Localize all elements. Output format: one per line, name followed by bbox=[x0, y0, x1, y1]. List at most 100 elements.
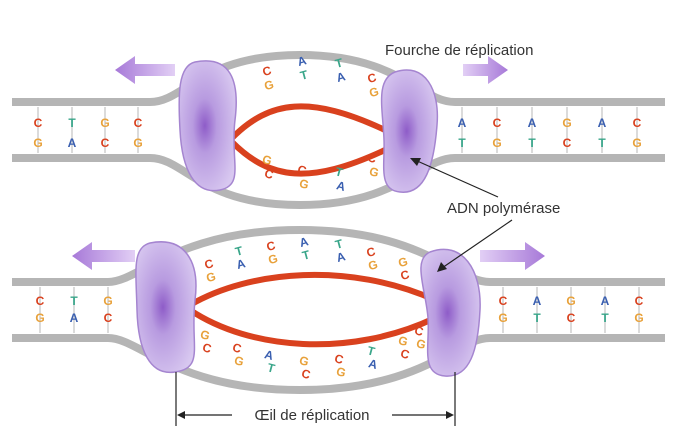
bottom-right-bottom-base: C bbox=[567, 311, 576, 325]
polymerase-pointer-top-head bbox=[410, 158, 421, 166]
top-left-top-base: C bbox=[34, 116, 43, 130]
bottom-right-top-base: A bbox=[601, 294, 610, 308]
top-left-bottom-base: A bbox=[68, 136, 77, 150]
top-bubble-lower-base: G bbox=[298, 176, 311, 192]
top-bubble-lower-pair-base: T bbox=[334, 164, 345, 180]
top-bubble-lower-base: G bbox=[368, 164, 381, 180]
bottom-bubble-lower-pair-base: G bbox=[298, 353, 311, 369]
bottom-right-bottom-base: T bbox=[601, 311, 609, 325]
bottom-bubble-lower-pair-base: C bbox=[413, 323, 425, 339]
bottom-right-bottom-base: G bbox=[498, 311, 507, 325]
top-bubble-upper-pair-base: G bbox=[368, 84, 381, 100]
top-left-direction-arrow bbox=[115, 56, 175, 84]
bottom-left-polymerase bbox=[135, 241, 197, 374]
bottom-bubble-upper-base: A bbox=[298, 234, 310, 250]
bottom-bubble-upper-base: T bbox=[334, 236, 345, 252]
bottom-left-top-base: T bbox=[70, 294, 78, 308]
bottom-right-bottom-base: G bbox=[634, 311, 643, 325]
top-bubble-lower-pair-base: C bbox=[366, 150, 378, 166]
bottom-right-direction-arrow bbox=[480, 242, 545, 270]
bottom-right-polymerase bbox=[420, 248, 481, 377]
bottom-bubble-lower-pair-base: G bbox=[397, 333, 410, 349]
bottom-bubble-lower-base: C bbox=[300, 366, 312, 382]
bottom-new-strand-upper bbox=[188, 271, 437, 308]
top-right-top-base: G bbox=[562, 116, 571, 130]
bottom-bubble-upper-base: G bbox=[397, 254, 410, 270]
top-right-polymerase bbox=[380, 69, 439, 193]
top-new-strand-lower bbox=[229, 139, 387, 177]
bottom-left-bottom-base: C bbox=[104, 311, 113, 325]
top-right-bottom-base: T bbox=[528, 136, 536, 150]
bottom-right-bottom-base: T bbox=[533, 311, 541, 325]
top-right-bottom-base: G bbox=[632, 136, 641, 150]
bottom-bubble-lower-base: A bbox=[367, 356, 379, 372]
bottom-bubble-upper-base: C bbox=[203, 256, 215, 272]
bottom-bubble-lower-pair-base: T bbox=[366, 343, 377, 359]
bottom-right-top-base: C bbox=[499, 294, 508, 308]
polymerase-label: ADN polymérase bbox=[447, 200, 560, 217]
polymerase-pointer-bottom bbox=[441, 219, 513, 269]
eye-arrow-right-head bbox=[446, 411, 454, 419]
top-bubble-upper-base: C bbox=[366, 70, 378, 86]
bottom-left-bottom-base: G bbox=[35, 311, 44, 325]
top-left-bottom-base: C bbox=[101, 136, 110, 150]
top-left-polymerase bbox=[178, 60, 237, 192]
top-right-direction-arrow bbox=[463, 56, 508, 84]
fork-label: Fourche de réplication bbox=[385, 42, 533, 59]
top-bubble-lower-pair-base: G bbox=[261, 152, 274, 168]
top-left-top-base: T bbox=[68, 116, 76, 130]
top-right-top-base: A bbox=[528, 116, 537, 130]
top-bubble-upper-pair-base: T bbox=[299, 67, 310, 83]
bottom-left-top-base: G bbox=[103, 294, 112, 308]
bottom-bubble-upper-base: T bbox=[234, 243, 245, 259]
top-bubble-upper-base: A bbox=[296, 53, 308, 69]
bottom-left-bottom-base: A bbox=[70, 311, 79, 325]
top-left-top-base: G bbox=[100, 116, 109, 130]
bottom-right-top-base: G bbox=[566, 294, 575, 308]
bottom-bubble-upper-pair-base: G bbox=[205, 269, 218, 285]
bottom-bubble-upper-pair-base: A bbox=[235, 256, 247, 272]
bottom-bubble-lower-pair-base: C bbox=[333, 351, 345, 367]
bottom-bubble-upper-pair-base: A bbox=[335, 249, 347, 265]
bottom-bubble-lower-base: G bbox=[233, 353, 246, 369]
top-bubble-upper-pair-base: A bbox=[335, 69, 347, 85]
bottom-bubble-lower-pair-base: A bbox=[263, 347, 275, 363]
top-left-bottom-base: G bbox=[33, 136, 42, 150]
top-bubble-lower-base: C bbox=[263, 166, 275, 182]
polymerase-pointer-bottom-head bbox=[437, 262, 447, 272]
bottom-bubble-lower-base: T bbox=[266, 360, 277, 376]
bottom-bubble-upper-pair-base: T bbox=[301, 247, 312, 263]
top-bubble-upper-pair-base: G bbox=[263, 77, 276, 93]
bottom-bubble-upper-base: C bbox=[365, 244, 377, 260]
top-bubble-upper-base: C bbox=[261, 63, 273, 79]
top-right-top-base: C bbox=[493, 116, 502, 130]
bottom-right-top-base: A bbox=[533, 294, 542, 308]
eye-label: Œil de réplication bbox=[254, 407, 369, 424]
bottom-bubble-lower-base: G bbox=[335, 364, 348, 380]
bottom-bubble-lower-pair-base: C bbox=[231, 340, 243, 356]
top-bubble-lower-base: A bbox=[335, 178, 347, 194]
bottom-new-strand-lower bbox=[188, 307, 437, 348]
bottom-bubble-lower-base: C bbox=[201, 340, 213, 356]
top-bubble-upper-base: T bbox=[334, 55, 345, 71]
top-right-top-base: C bbox=[633, 116, 642, 130]
bottom-bubble-lower-base: C bbox=[399, 346, 411, 362]
bottom-bubble-upper-base: C bbox=[265, 238, 277, 254]
bottom-bubble-upper-pair-base: G bbox=[267, 251, 280, 267]
top-new-strand-upper bbox=[229, 103, 387, 141]
top-right-bottom-base: C bbox=[563, 136, 572, 150]
top-right-bottom-base: T bbox=[598, 136, 606, 150]
eye-arrow-left-head bbox=[177, 411, 185, 419]
bottom-left-top-base: C bbox=[36, 294, 45, 308]
top-right-bottom-base: G bbox=[492, 136, 501, 150]
bottom-bubble-lower-pair-base: G bbox=[199, 327, 212, 343]
top-left-top-base: C bbox=[134, 116, 143, 130]
bottom-bubble-upper-pair-base: C bbox=[399, 267, 411, 283]
bottom-right-top-base: C bbox=[635, 294, 644, 308]
bottom-bubble-upper-pair-base: G bbox=[367, 257, 380, 273]
bottom-bubble-lower-base: G bbox=[415, 336, 428, 352]
